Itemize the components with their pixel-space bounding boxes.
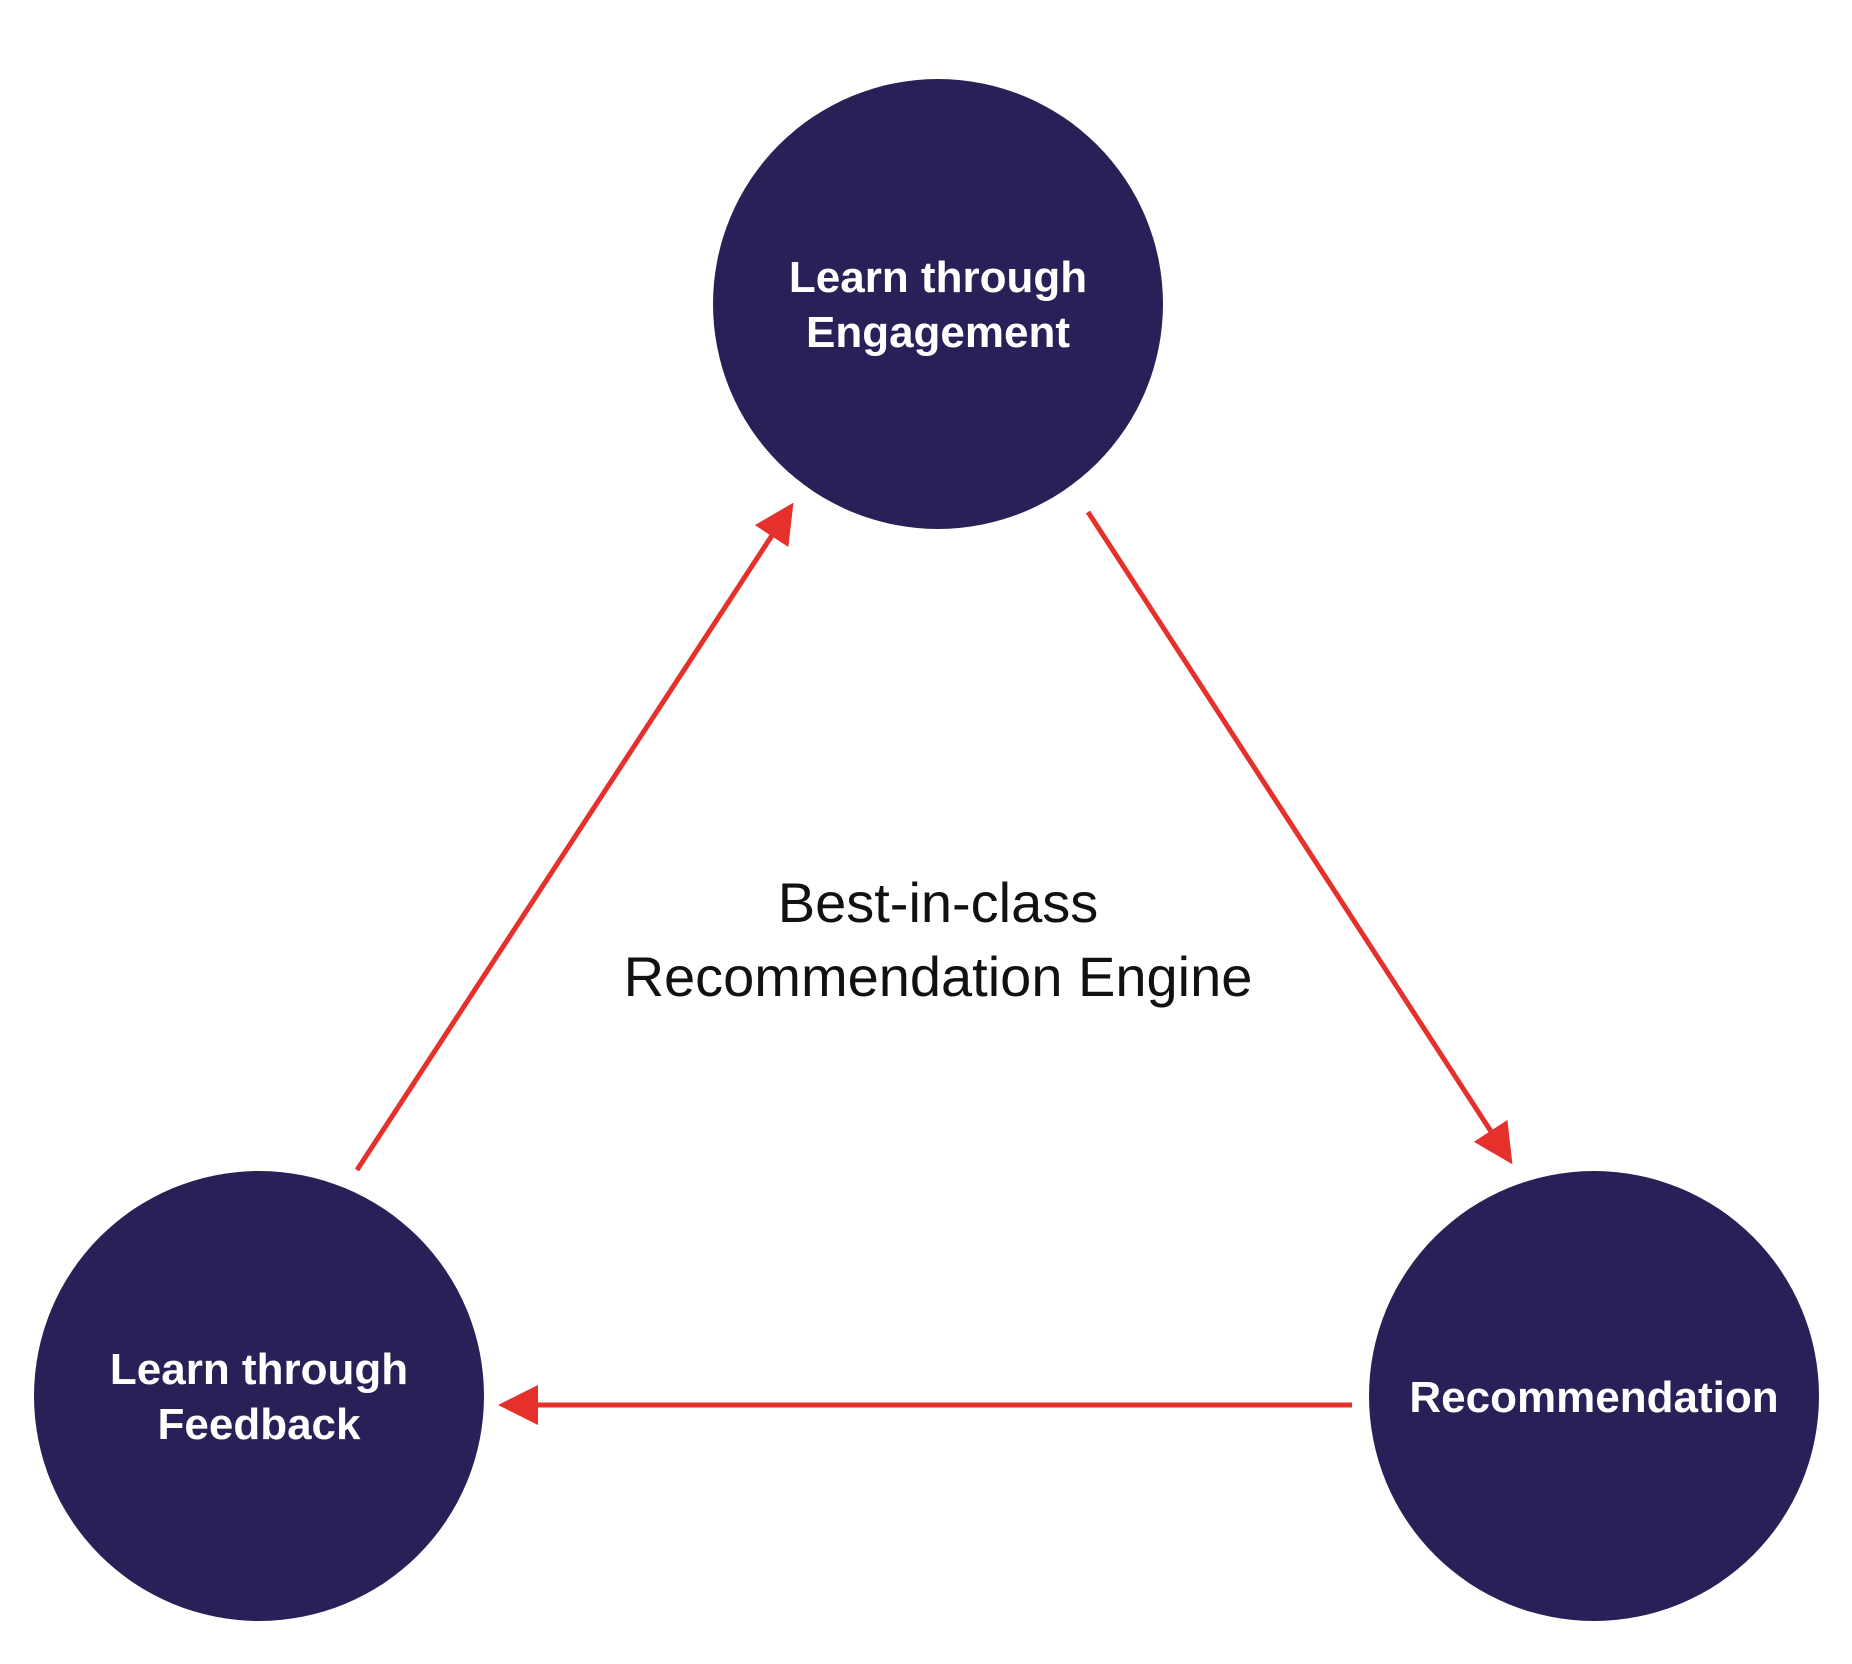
node-learn-through-feedback: Learn through Feedback xyxy=(34,1171,484,1621)
arrow-engagement-to-recommendation xyxy=(1085,510,1513,1165)
node-circle xyxy=(34,1171,484,1621)
node-circle xyxy=(713,79,1163,529)
node-circle xyxy=(1369,1171,1819,1621)
center-title-line2: Recommendation Engine xyxy=(624,945,1253,1008)
center-title: Best-in-class Recommendation Engine xyxy=(624,871,1253,1008)
node-label-line1: Recommendation xyxy=(1409,1373,1778,1422)
arrow-feedback-to-engagement xyxy=(354,502,794,1172)
node-recommendation: Recommendation xyxy=(1369,1171,1819,1621)
center-title-line1: Best-in-class xyxy=(778,871,1099,934)
node-learn-through-engagement: Learn through Engagement xyxy=(713,79,1163,529)
node-label-line2: Feedback xyxy=(158,1400,362,1449)
node-label-line2: Engagement xyxy=(806,308,1070,357)
node-label-line1: Learn through xyxy=(789,253,1087,302)
node-label-line1: Learn through xyxy=(110,1345,408,1394)
